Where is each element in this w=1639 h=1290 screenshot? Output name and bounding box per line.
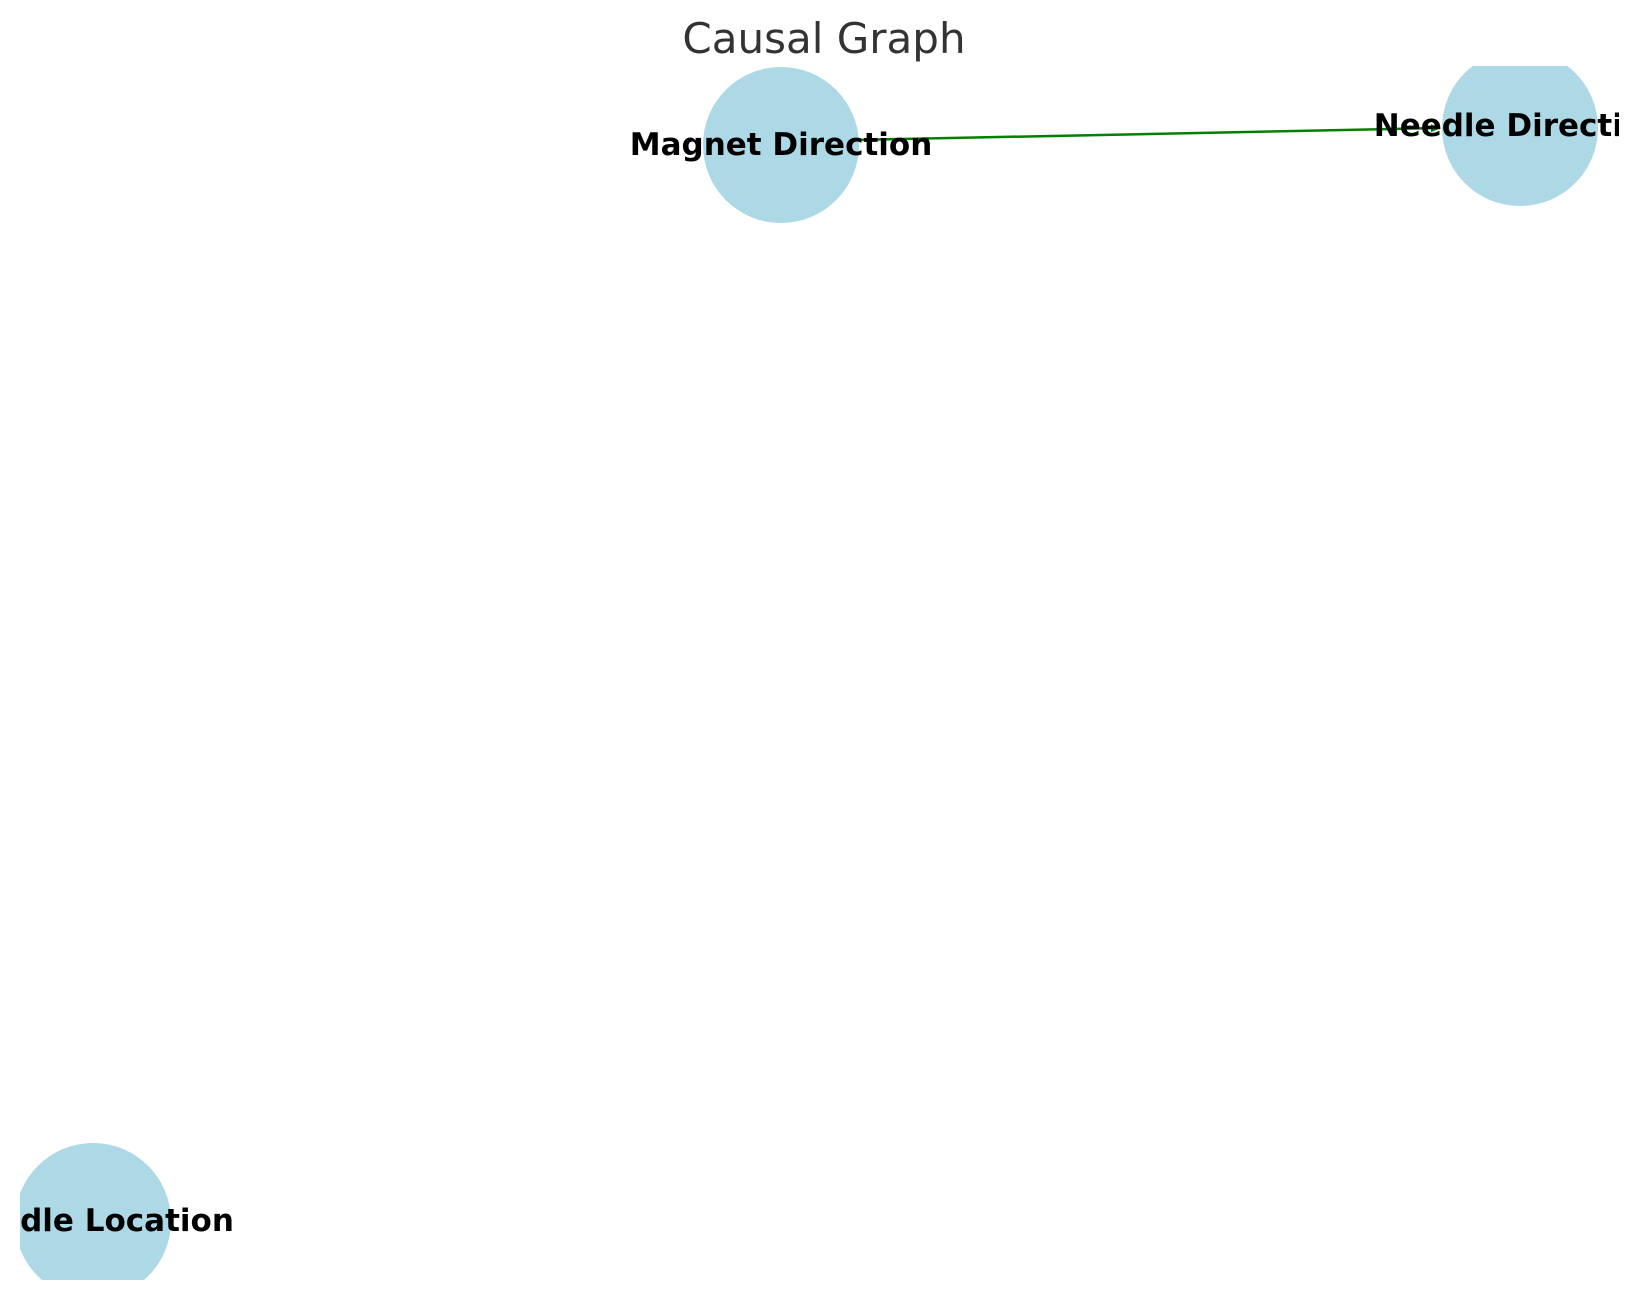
node-needle-location: Needle Location — [0, 1143, 234, 1280]
node-label: Magnet Direction — [630, 127, 933, 163]
node-circle — [703, 67, 859, 223]
graph-canvas: Magnet Direction Needle Direction Needle… — [0, 66, 1639, 1280]
node-label: Needle Location — [0, 1203, 234, 1239]
node-needle-direction: Needle Direction — [1374, 66, 1639, 206]
node-label: Needle Direction — [1374, 108, 1639, 144]
node-circle — [1442, 66, 1598, 206]
graph-title: Causal Graph — [682, 14, 965, 63]
edge-magnet-direction-to-needle-direction — [854, 124, 1441, 142]
node-circle — [20, 1143, 171, 1280]
node-magnet-direction: Magnet Direction — [630, 67, 933, 223]
